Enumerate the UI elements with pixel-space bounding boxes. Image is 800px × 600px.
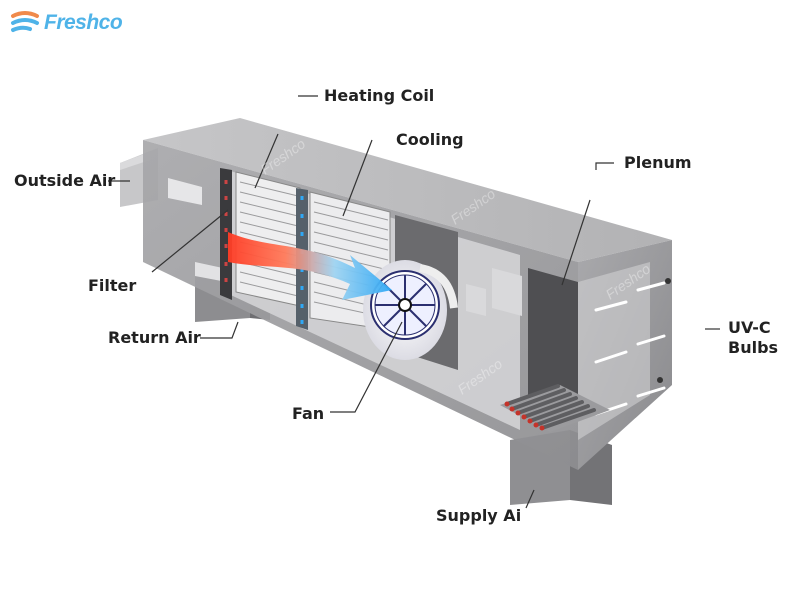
fan-chamber-opening-2 [492, 268, 522, 316]
airflow-arrow [228, 232, 392, 300]
leader-plenum-tick [595, 162, 614, 170]
filter [220, 168, 232, 300]
fan-chamber-opening-1 [466, 284, 486, 316]
label-fan: Fan [292, 404, 325, 423]
leader-lines [108, 95, 720, 509]
label-plenum: Plenum [624, 153, 692, 172]
leader-cooling [342, 139, 373, 217]
leader-supply-air [525, 489, 535, 509]
leader-return-air [200, 321, 239, 339]
supply-tubes [500, 384, 610, 432]
leader-filter [151, 209, 229, 273]
label-return-air: Return Air [108, 328, 201, 347]
leader-dots [657, 278, 671, 383]
leader-plenum [561, 199, 591, 286]
cooling-coil [296, 188, 391, 331]
label-heating-coil: Heating Coil [324, 86, 435, 105]
brand-name: Freshco [44, 11, 123, 34]
plenum [528, 262, 650, 440]
leader-fan [330, 321, 403, 413]
brand-mark-icon [11, 11, 39, 32]
label-uvc-bulbs: UV-C Bulbs [728, 318, 798, 358]
outside-air-opening [168, 178, 202, 205]
uvc-bulbs [594, 281, 666, 416]
label-uvc-line2: Bulbs [728, 338, 779, 357]
casing-top [143, 118, 672, 262]
label-outside-air: Outside Air [14, 171, 116, 190]
label-filter: Filter [88, 276, 137, 295]
leader-heating-coil [254, 133, 279, 189]
label-supply-air: Supply Ai [436, 506, 522, 525]
label-cooling: Cooling [396, 130, 464, 149]
brand-logo: Freshco [10, 8, 123, 38]
label-uvc-line1: UV-C [728, 318, 771, 337]
